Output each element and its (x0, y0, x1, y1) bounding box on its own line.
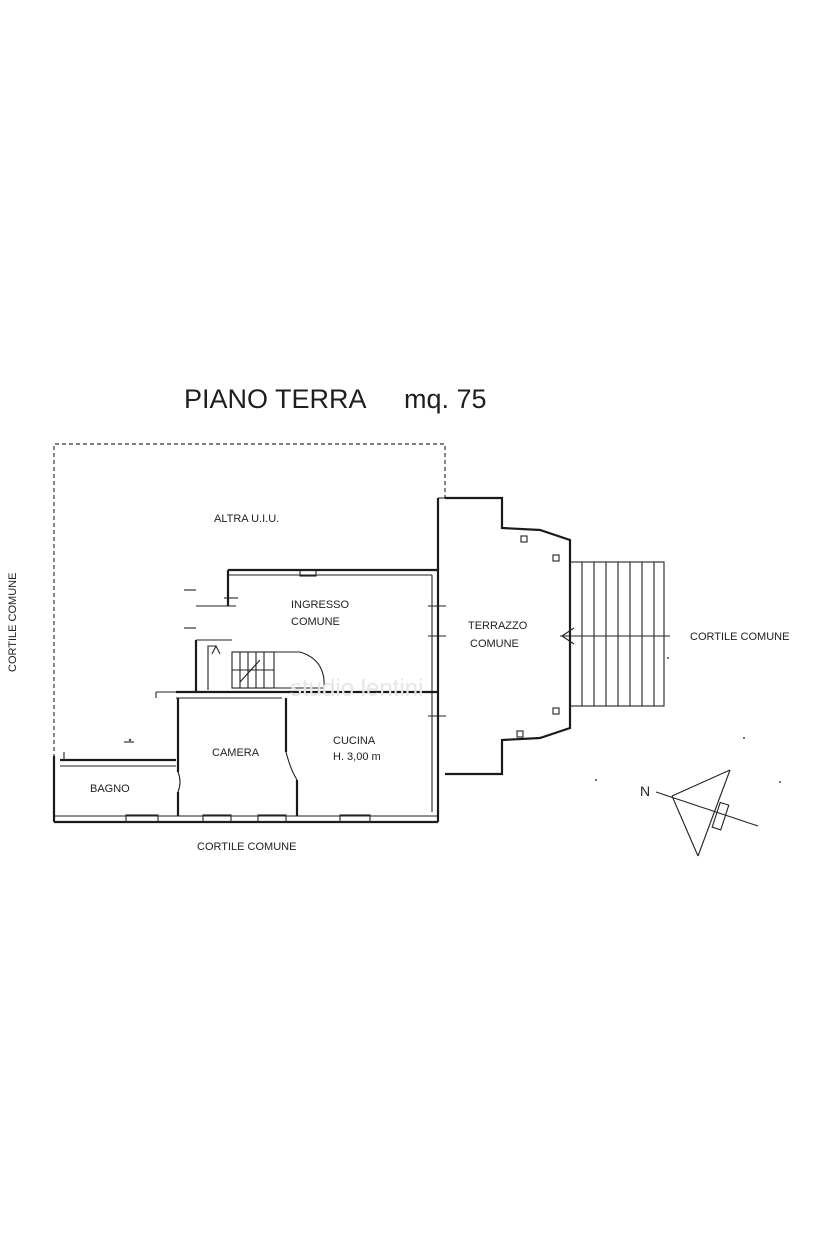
label-cucina-1: CUCINA (333, 735, 376, 747)
north-label: N (640, 783, 650, 799)
scan-specks (128, 657, 781, 783)
watermark: studio lentini (290, 675, 423, 702)
label-altra-uiu: ALTRA U.I.U. (214, 513, 279, 525)
label-terrazzo-1: TERRAZZO (468, 620, 528, 632)
door-marks (63, 589, 446, 793)
apartment-walls (52, 498, 440, 824)
north-arrow-icon (655, 769, 759, 857)
label-ingresso-1: INGRESSO (291, 599, 350, 611)
label-terrazzo-2: COMUNE (470, 638, 519, 650)
label-bagno: BAGNO (90, 783, 130, 795)
label-camera: CAMERA (212, 747, 260, 759)
label-cortile-right: CORTILE COMUNE (690, 631, 789, 643)
label-ingresso-2: COMUNE (291, 616, 340, 628)
label-cucina-2: H. 3,00 m (333, 751, 381, 763)
stairs (207, 644, 325, 690)
floor-title: PIANO TERRA (184, 384, 367, 414)
windows (125, 569, 371, 823)
other-unit-outline (53, 443, 446, 800)
label-cortile-bottom: CORTILE COMUNE (197, 841, 296, 853)
terrace-outline (438, 496, 572, 776)
external-stairs (560, 561, 670, 707)
label-cortile-left: CORTILE COMUNE (7, 573, 19, 672)
floor-area: mq. 75 (404, 384, 487, 414)
